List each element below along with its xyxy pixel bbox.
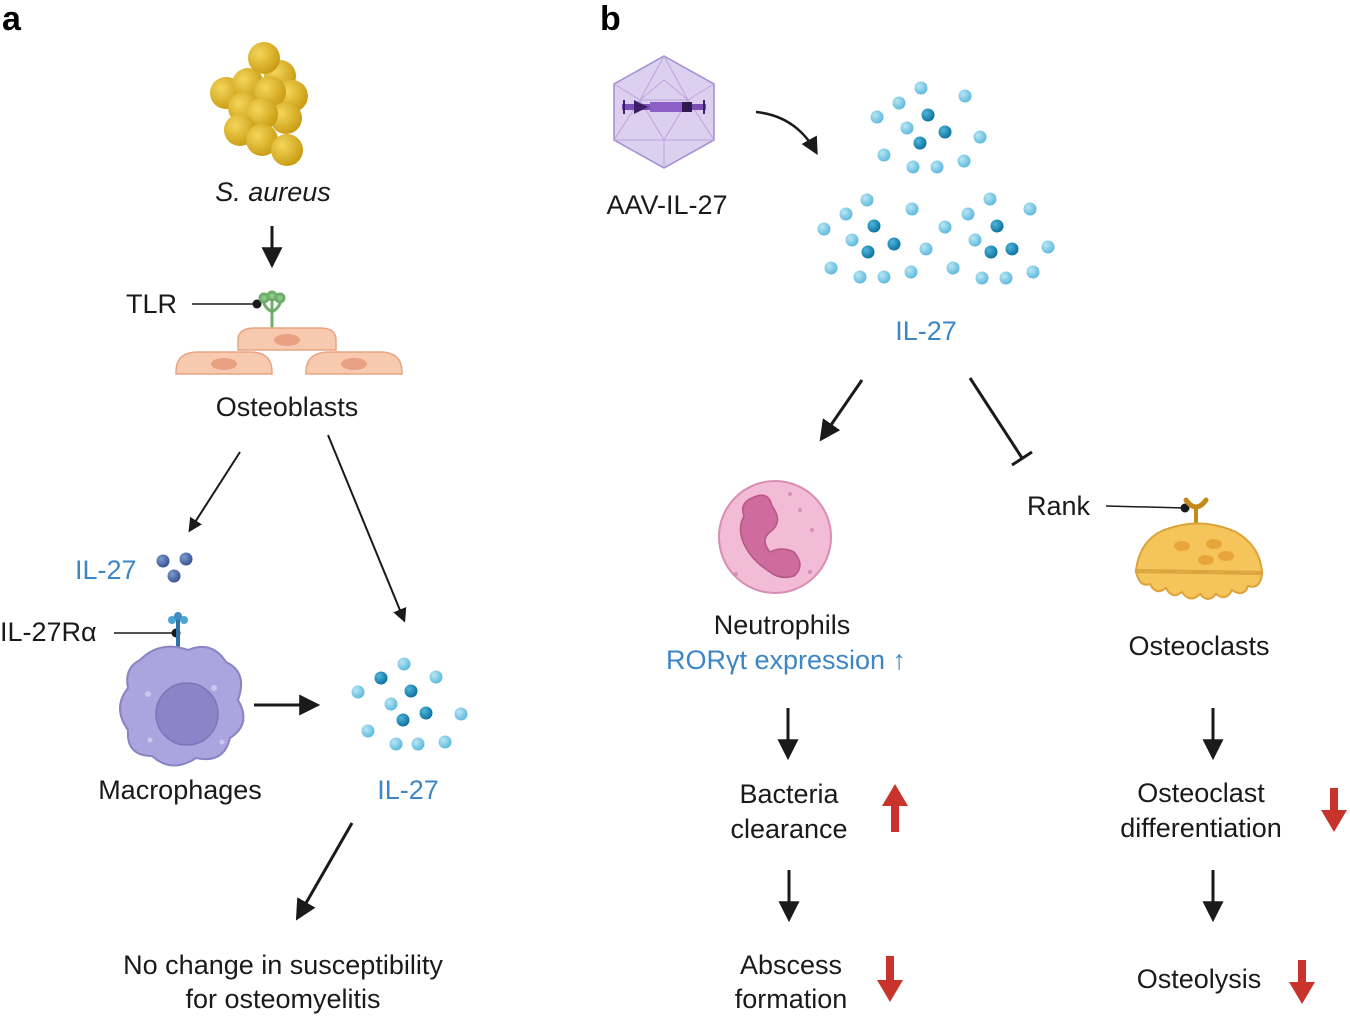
- bacteria-clearance-line2: clearance: [730, 814, 847, 844]
- outcome-line1: No change in susceptibility: [123, 950, 443, 980]
- il27-small-cluster-icon: [156, 552, 193, 583]
- neutrophils-label: Neutrophils: [714, 610, 851, 640]
- panel-letter-a: a: [2, 0, 22, 38]
- osteoblasts-label: Osteoblasts: [216, 392, 359, 422]
- arrow-il27-to-neutrophils: [819, 379, 864, 442]
- tlr-receptor-icon: [258, 290, 286, 330]
- neutrophil-icon: [718, 480, 832, 594]
- rank-pointer-dot: [1180, 503, 1190, 513]
- arrow-il27-to-outcome: [295, 822, 354, 921]
- tlr-pointer-dot: [252, 299, 262, 309]
- s-aureus-label: S. aureus: [215, 177, 331, 207]
- il27-cluster-icon-a: [351, 657, 468, 751]
- osteolysis-label: Osteolysis: [1137, 964, 1262, 994]
- inhibit-il27-to-osteoclasts: [968, 377, 1024, 459]
- osteoblasts-icon: [175, 327, 403, 375]
- il27-cloud-icon: [817, 81, 1055, 285]
- inhibit-bar: [1011, 450, 1033, 467]
- abscess-line2: formation: [735, 984, 848, 1014]
- staphylococcus-cluster-icon: [210, 42, 308, 166]
- arrow-osteoblasts-to-il27-right: [327, 434, 407, 623]
- il27-b-label: IL-27: [895, 316, 957, 346]
- osteoclast-diff-line2: differentiation: [1120, 813, 1282, 843]
- ror-label: RORγt expression ↑: [666, 645, 906, 675]
- macrophages-label: Macrophages: [98, 775, 262, 805]
- down-red-arrow-icon-abscess: [877, 956, 903, 1002]
- il27ra-label: IL-27Rα: [0, 617, 97, 647]
- rank-label: Rank: [1027, 491, 1091, 521]
- rank-pointer-line: [1105, 505, 1186, 509]
- down-red-arrow-icon-differentiation: [1321, 788, 1347, 832]
- tlr-label: TLR: [126, 289, 177, 319]
- arrow-osteoblasts-to-il27-left: [188, 451, 241, 533]
- aav-virus-icon: [613, 54, 715, 169]
- outcome-line2: for osteomyelitis: [185, 984, 380, 1014]
- osteoclast-diff-line1: Osteoclast: [1137, 778, 1265, 808]
- osteoclast-icon: [1134, 522, 1264, 600]
- up-red-arrow-icon: [882, 784, 908, 832]
- il27ra-receptor-icon: [168, 612, 188, 650]
- down-red-arrow-icon-osteolysis: [1289, 960, 1315, 1004]
- il27-left-label: IL-27: [75, 555, 137, 585]
- osteoclasts-label: Osteoclasts: [1128, 631, 1269, 661]
- arrow-aav-to-il27: [755, 110, 818, 156]
- rank-receptor-icon: [1183, 497, 1209, 524]
- aav-il27-label: AAV-IL-27: [606, 190, 727, 220]
- il27-right-label: IL-27: [377, 775, 439, 805]
- bacteria-clearance-line1: Bacteria: [739, 779, 839, 809]
- macrophage-icon: [119, 645, 245, 767]
- panel-letter-b: b: [600, 0, 621, 38]
- abscess-line1: Abscess: [740, 950, 842, 980]
